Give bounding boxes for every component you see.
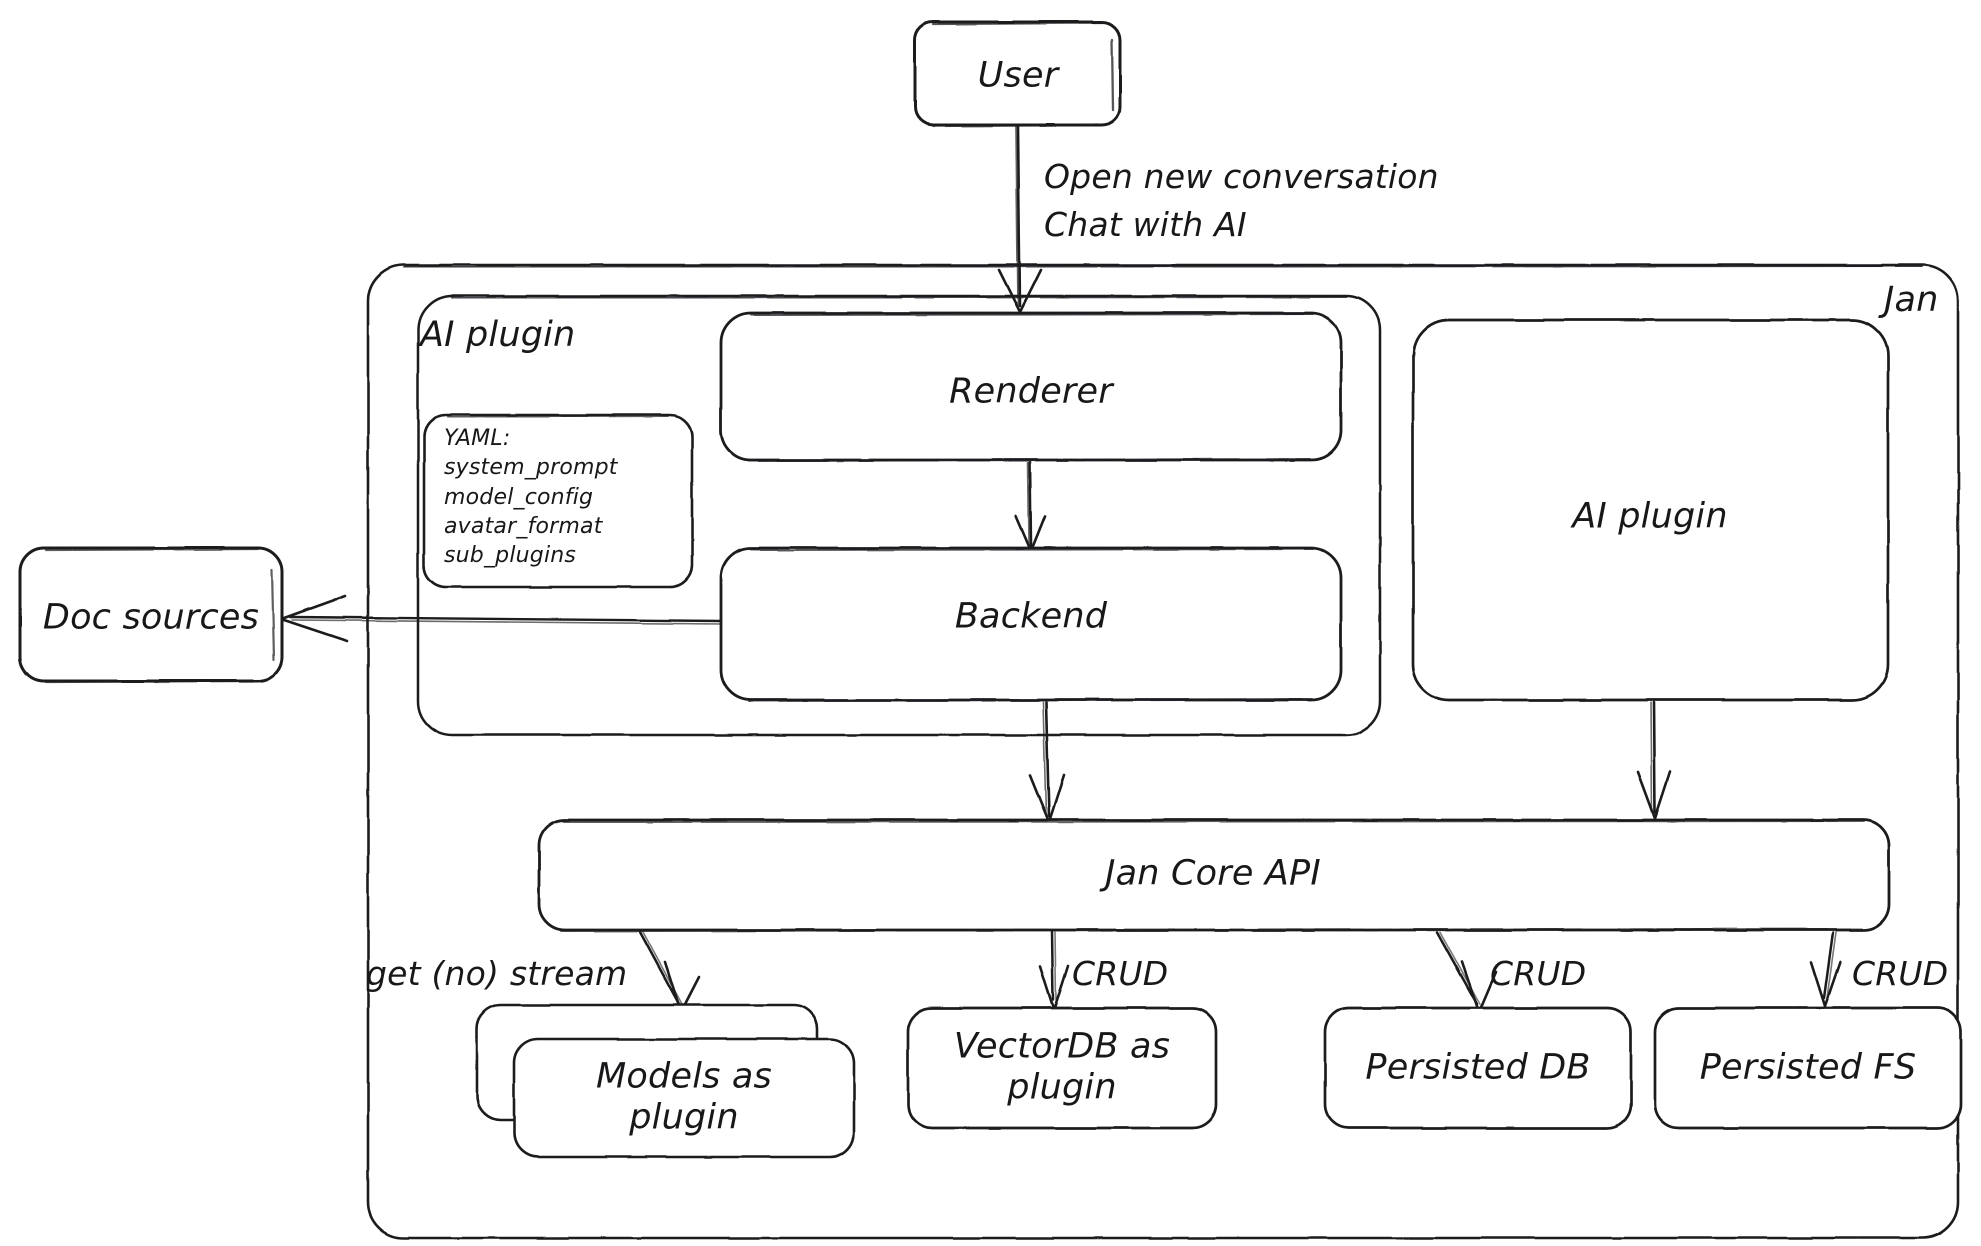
jan-core-api-node[interactable] xyxy=(539,820,1889,930)
edge-label-get-no-stream: get (no) stream xyxy=(366,954,628,993)
jan-container-label: Jan xyxy=(1884,280,1939,320)
jan-core-api-box-shape[interactable] xyxy=(537,818,1891,933)
edge-core-api-to-vectordb xyxy=(1038,930,1070,1012)
edge-user-to-renderer xyxy=(997,125,1043,314)
vectordb-as-plugin-box-shape[interactable] xyxy=(906,1006,1218,1130)
jan-core-api-label: Jan Core API xyxy=(1105,853,1321,894)
persisted-fs-box-shape[interactable] xyxy=(1653,1006,1963,1130)
edge-label-open-new-conversation: Open new conversation xyxy=(1044,157,1439,196)
vectordb-as-plugin-node[interactable] xyxy=(908,1008,1216,1128)
edge-label-chat-with-ai: Chat with AI xyxy=(1044,205,1247,244)
user-box-shape[interactable] xyxy=(913,20,1122,128)
edge-label-crud-persisted-fs: CRUD xyxy=(1852,954,1949,993)
yaml-card-text: YAML: system_prompt model_config avatar_… xyxy=(444,426,618,568)
doc-sources-label: Doc sources xyxy=(42,597,260,638)
edge-core-api-to-persisted-fs xyxy=(1809,930,1842,1008)
ai-plugin-right-label: AI plugin xyxy=(1572,496,1728,537)
edge-core-api-to-persisted-db xyxy=(1435,930,1498,1014)
doc-sources-node[interactable] xyxy=(20,548,282,681)
user-node[interactable] xyxy=(915,22,1120,125)
persisted-db-node[interactable] xyxy=(1325,1008,1631,1128)
edge-renderer-to-backend xyxy=(1014,460,1047,553)
models-as-plugin-node[interactable] xyxy=(477,1005,854,1157)
persisted-db-box-shape[interactable] xyxy=(1323,1006,1633,1130)
edge-label-crud-persisted-db: CRUD xyxy=(1490,954,1587,993)
doc-sources-box-shape[interactable] xyxy=(18,546,284,684)
edge-label-crud-vectordb: CRUD xyxy=(1072,954,1169,993)
user-label: User xyxy=(977,55,1059,96)
ai-plugin-right-box-shape[interactable] xyxy=(1411,318,1890,702)
edge-core-api-to-models xyxy=(638,930,701,1014)
backend-node[interactable] xyxy=(721,548,1341,700)
backend-label: Backend xyxy=(954,596,1108,637)
edge-backend-to-doc-sources xyxy=(282,594,723,643)
edge-backend-to-core-api xyxy=(1028,700,1066,824)
persisted-fs-node[interactable] xyxy=(1655,1008,1961,1128)
renderer-box-shape[interactable] xyxy=(719,311,1343,463)
renderer-node[interactable] xyxy=(721,313,1341,460)
persisted-db-label: Persisted DB xyxy=(1365,1047,1591,1088)
vectordb-as-plugin-label: VectorDB as plugin xyxy=(953,1026,1171,1108)
persisted-fs-label: Persisted FS xyxy=(1699,1047,1917,1088)
models-as-plugin-label: Models as plugin xyxy=(596,1056,772,1138)
ai-plugin-group-label: AI plugin xyxy=(420,315,576,355)
yaml-card-shape[interactable] xyxy=(422,413,694,589)
models-as-plugin-box-shape[interactable] xyxy=(475,1003,856,1159)
yaml-config-card[interactable] xyxy=(424,415,692,587)
edge-ai-plugin-to-core-api xyxy=(1636,700,1672,820)
ai-plugin-right-node[interactable] xyxy=(1413,320,1888,700)
renderer-label: Renderer xyxy=(949,371,1113,412)
